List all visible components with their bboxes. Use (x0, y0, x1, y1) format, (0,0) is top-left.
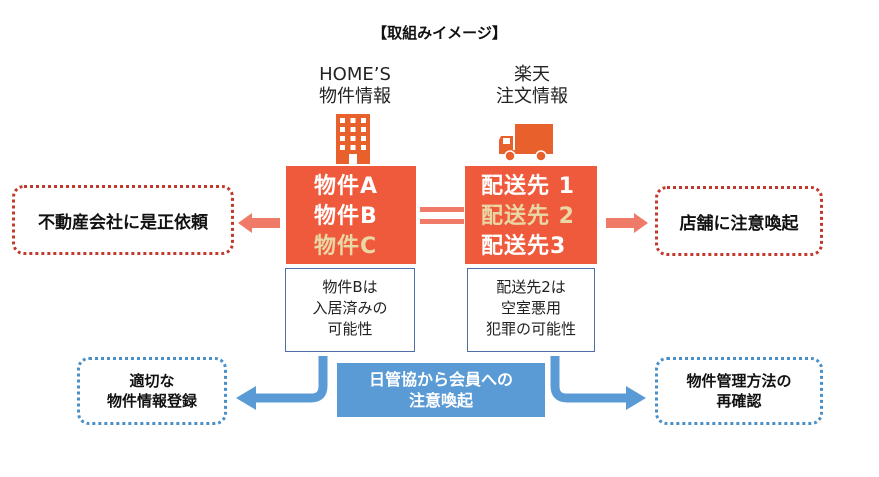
property-note-line1: 物件Bは (322, 278, 378, 296)
management-review-line1: 物件管理方法の (686, 372, 792, 390)
building-icon (336, 114, 370, 164)
property-list-box: 物件A 物件B 物件C (286, 166, 416, 264)
truck-icon (499, 124, 553, 162)
delivery-list-box: 配送先 1 配送先 2 配送先3 (465, 166, 597, 264)
delivery-1: 配送先 1 (481, 174, 575, 199)
equals-bar-top (420, 207, 464, 212)
property-note-line3: 可能性 (327, 320, 373, 338)
delivery-note-line3: 犯罪の可能性 (485, 320, 576, 338)
right-source-line2: 注文情報 (496, 86, 568, 107)
member-alert-line2: 注意喚起 (408, 391, 473, 410)
property-note: 物件Bは 入居済みの 可能性 (285, 268, 415, 352)
left-source-line1: HOME’S (319, 64, 391, 85)
request-correction-box: 不動産会社に是正依頼 (12, 185, 234, 255)
arrow-left-icon (238, 213, 280, 233)
member-alert-box: 日管協から会員への 注意喚起 (337, 363, 545, 417)
property-b: 物件B (314, 204, 378, 229)
store-alert-box: 店舗に注意喚起 (655, 186, 823, 256)
delivery-2: 配送先 2 (481, 204, 575, 229)
store-alert-label: 店舗に注意喚起 (679, 213, 799, 234)
diagram-title: 【取組みイメージ】 (372, 24, 507, 42)
request-correction-label: 不動産会社に是正依頼 (38, 212, 208, 233)
left-source-line2: 物件情報 (319, 86, 391, 107)
arrow-right-icon (606, 213, 648, 233)
property-note-line2: 入居済みの (312, 299, 388, 317)
property-a: 物件A (314, 174, 379, 199)
proper-registration-line2: 物件情報登録 (106, 392, 197, 410)
proper-registration-box: 適切な 物件情報登録 (77, 357, 227, 425)
member-alert-line1: 日管協から会員への (368, 370, 513, 389)
equals-bar-bottom (420, 219, 464, 224)
property-c: 物件C (314, 234, 378, 259)
delivery-note-line1: 配送先2は (496, 278, 566, 296)
delivery-3: 配送先3 (481, 234, 567, 259)
proper-registration-line1: 適切な (129, 372, 175, 390)
right-source-label: 楽天 注文情報 (467, 64, 597, 108)
delivery-note-line2: 空室悪用 (500, 299, 561, 317)
delivery-note: 配送先2は 空室悪用 犯罪の可能性 (467, 268, 595, 352)
management-review-box: 物件管理方法の 再確認 (655, 357, 823, 425)
management-review-line2: 再確認 (716, 392, 762, 410)
left-source-label: HOME’S 物件情報 (290, 64, 420, 108)
right-source-line1: 楽天 (514, 64, 550, 85)
